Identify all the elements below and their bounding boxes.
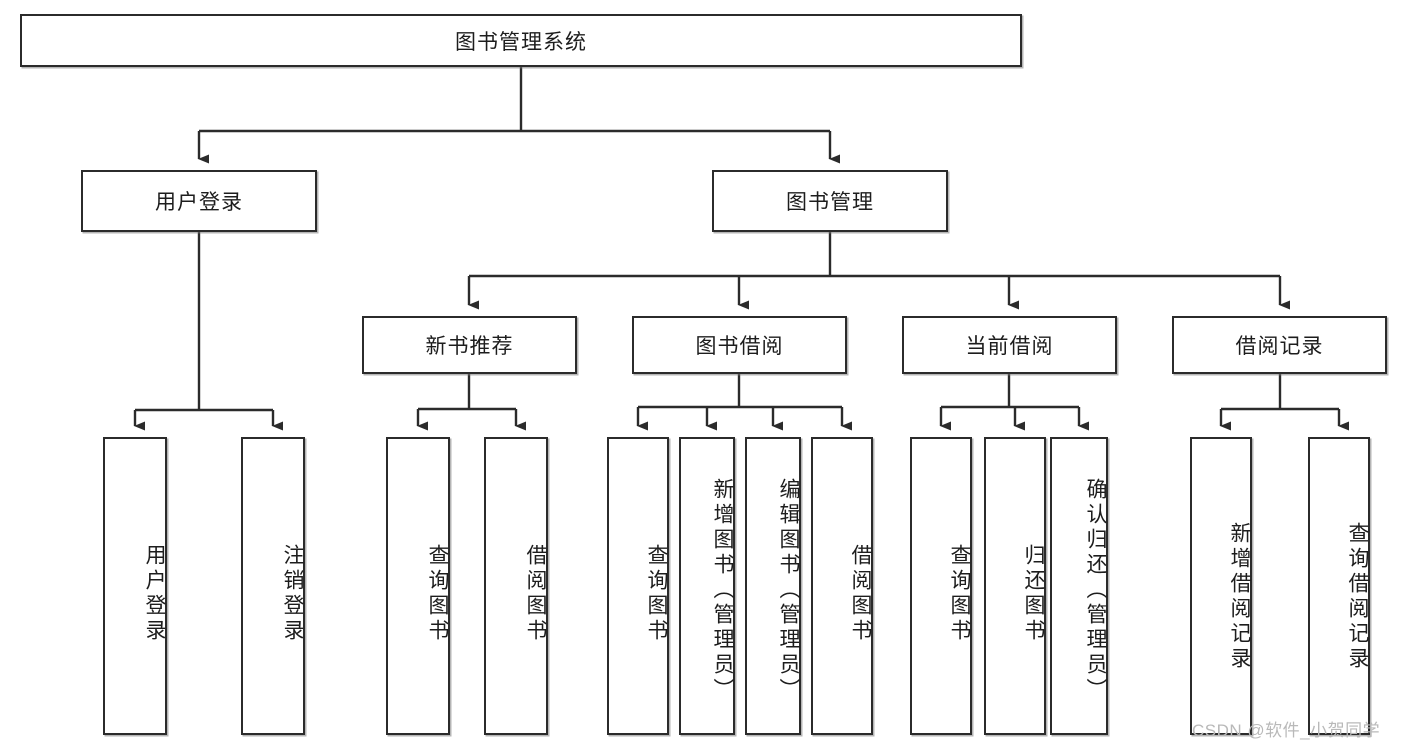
node-new-book-rec[interactable]: 新书推荐 (362, 316, 577, 374)
node-leaf-borrow-book-rec-label: 借阅图书 (524, 544, 547, 644)
node-book-borrow-label: 图书借阅 (695, 335, 784, 358)
node-current-borrow-label: 当前借阅 (965, 335, 1054, 358)
node-leaf-query-book-cur[interactable]: 查询图书 (910, 437, 972, 735)
node-leaf-user-login[interactable]: 用户登录 (103, 437, 167, 735)
node-leaf-query-book-borrow[interactable]: 查询图书 (607, 437, 669, 735)
node-leaf-query-book-rec[interactable]: 查询图书 (386, 437, 450, 735)
node-leaf-user-logout[interactable]: 注销登录 (241, 437, 305, 735)
node-leaf-return-book-label: 归还图书 (1022, 544, 1045, 644)
node-leaf-query-book-borrow-label: 查询图书 (645, 544, 668, 644)
node-leaf-confirm-return[interactable]: 确认归还（管理员） (1050, 437, 1108, 735)
node-new-book-rec-label: 新书推荐 (425, 335, 514, 358)
node-leaf-query-book-rec-label: 查询图书 (426, 544, 449, 644)
csdn-watermark: CSDN @软件_小贺同学 (1192, 721, 1381, 740)
node-leaf-edit-book-label: 编辑图书（管理员） (777, 477, 800, 703)
node-root[interactable]: 图书管理系统 (20, 14, 1022, 67)
node-leaf-add-book-label: 新增图书（管理员） (711, 477, 734, 703)
node-leaf-borrow-book[interactable]: 借阅图书 (811, 437, 873, 735)
node-leaf-add-record[interactable]: 新增借阅记录 (1190, 437, 1252, 735)
node-book-manage-label: 图书管理 (786, 191, 874, 214)
node-leaf-return-book[interactable]: 归还图书 (984, 437, 1046, 735)
node-leaf-edit-book[interactable]: 编辑图书（管理员） (745, 437, 801, 735)
node-leaf-borrow-book-label: 借阅图书 (849, 544, 872, 644)
node-leaf-user-login-label: 用户登录 (143, 544, 166, 644)
node-leaf-borrow-book-rec[interactable]: 借阅图书 (484, 437, 548, 735)
node-book-borrow[interactable]: 图书借阅 (632, 316, 847, 374)
node-user-login[interactable]: 用户登录 (81, 170, 317, 232)
node-leaf-add-record-label: 新增借阅记录 (1228, 522, 1251, 672)
node-leaf-query-record[interactable]: 查询借阅记录 (1308, 437, 1370, 735)
node-book-manage[interactable]: 图书管理 (712, 170, 948, 232)
node-borrow-record[interactable]: 借阅记录 (1172, 316, 1387, 374)
node-current-borrow[interactable]: 当前借阅 (902, 316, 1117, 374)
node-leaf-query-book-cur-label: 查询图书 (948, 544, 971, 644)
node-leaf-query-record-label: 查询借阅记录 (1346, 522, 1369, 672)
node-leaf-user-logout-label: 注销登录 (281, 544, 304, 644)
node-leaf-add-book[interactable]: 新增图书（管理员） (679, 437, 735, 735)
node-user-login-label: 用户登录 (155, 191, 243, 214)
node-leaf-confirm-return-label: 确认归还（管理员） (1084, 477, 1107, 703)
node-root-label: 图书管理系统 (455, 30, 587, 54)
node-borrow-record-label: 借阅记录 (1235, 335, 1324, 358)
